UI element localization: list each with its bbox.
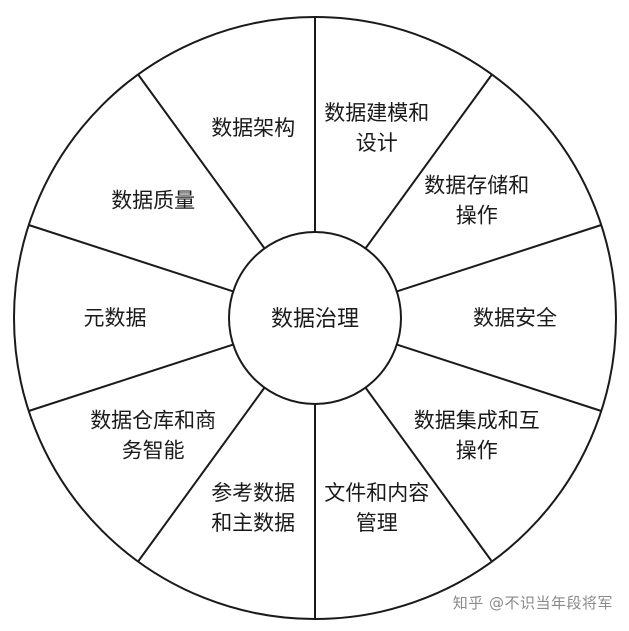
spoke-line	[396, 343, 602, 412]
spoke-line	[28, 224, 234, 293]
segment-label-line: 操作	[456, 203, 498, 227]
segment-label-line: 参考数据	[211, 481, 295, 505]
segment-label-line: 数据建模和	[324, 101, 429, 125]
spoke-line	[364, 73, 493, 249]
segment-label: 数据质量	[111, 188, 195, 212]
center-hub	[228, 231, 402, 405]
segment-label-line: 元数据	[84, 306, 147, 330]
segment-label: 文件和内容管理	[324, 481, 429, 535]
segment-label-line: 设计	[356, 131, 398, 155]
spoke-line	[396, 224, 602, 293]
segment-label-line: 管理	[356, 511, 398, 535]
segment-label-line: 操作	[456, 439, 498, 463]
segment-label-line: 数据架构	[211, 116, 295, 140]
segment-label: 数据集成和互操作	[414, 409, 540, 463]
segment-labels: 数据建模和设计数据存储和操作数据安全数据集成和互操作文件和内容管理参考数据和主数…	[84, 101, 558, 535]
segment-label-line: 数据集成和互	[414, 409, 540, 433]
spoke-line	[137, 387, 266, 563]
segment-label: 数据安全	[473, 306, 557, 330]
wheel-spokes	[28, 17, 602, 619]
segment-label: 参考数据和主数据	[211, 481, 295, 535]
outer-circle	[13, 16, 617, 620]
segment-label-line: 文件和内容	[324, 481, 429, 505]
segment-label-line: 数据存储和	[424, 173, 529, 197]
segment-label-line: 数据安全	[473, 306, 557, 330]
spoke-line	[137, 73, 266, 249]
segment-label: 数据仓库和商务智能	[90, 409, 216, 463]
segment-label-line: 数据质量	[111, 188, 195, 212]
segment-label: 元数据	[84, 306, 147, 330]
spoke-line	[28, 343, 234, 412]
center-label: 数据治理	[271, 307, 359, 332]
segment-label: 数据架构	[211, 116, 295, 140]
spoke-line	[364, 387, 493, 563]
segment-label-line: 数据仓库和商	[90, 409, 216, 433]
segment-label-line: 务智能	[122, 439, 185, 463]
watermark: 知乎 @不识当年段将军	[452, 594, 613, 612]
segment-label: 数据建模和设计	[324, 101, 429, 155]
segment-label: 数据存储和操作	[424, 173, 529, 227]
segment-label-line: 和主数据	[211, 511, 295, 535]
